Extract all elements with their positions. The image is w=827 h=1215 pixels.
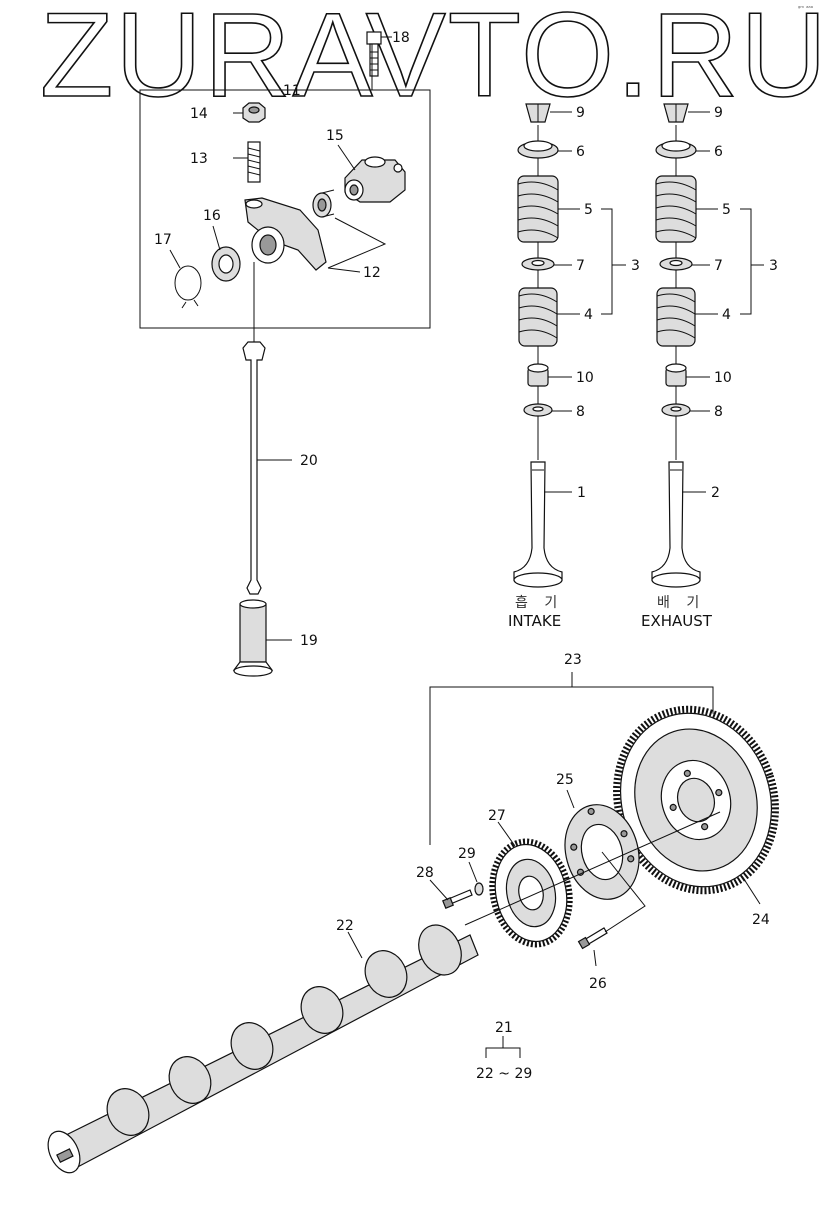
part-6-spring-retainer [517,140,559,159]
callout-17: 17 [154,232,172,248]
rocker-arm [244,197,327,271]
part-4-inner-spring [518,287,558,347]
callout-labels: 18 11 14 13 15 16 17 12 20 19 9 6 5 7 3 … [154,30,778,1082]
callout-3-intake: 3 [631,258,640,274]
part-24-idler-gear [613,705,779,895]
part-10-stem-seal [527,363,549,387]
part-17-snap-ring [174,265,202,309]
callout-5-exhaust: 5 [722,202,731,218]
part-14-nut [242,102,266,123]
rocker-assembly [139,31,431,329]
callout-18: 18 [392,30,410,46]
callout-10-intake: 10 [576,370,594,386]
callout-14: 14 [190,106,208,122]
part-2-exhaust-valve [651,461,701,588]
callout-16: 16 [203,208,221,224]
callout-11: 11 [283,83,301,99]
part-5-outer-spring [655,175,697,243]
callout-9-exhaust: 9 [714,105,723,121]
callout-22: 22 [336,918,354,934]
callout-20: 20 [300,453,318,469]
intake-valve-column [513,103,626,588]
callout-15: 15 [326,128,344,144]
intake-korean-label: 흡 기 [515,595,563,611]
callout-7-intake: 7 [576,258,585,274]
callout-7-exhaust: 7 [714,258,723,274]
callout-21-range: 22 ~ 29 [476,1066,532,1082]
part-20-push-rod [242,341,266,595]
callout-10-exhaust: 10 [714,370,732,386]
exhaust-korean-label: 배 기 [657,595,705,611]
part-16-washer [211,246,241,282]
part-1-intake-valve [513,461,563,588]
part-27-cam-gear [489,838,573,948]
callout-27: 27 [488,808,506,824]
callout-8-intake: 8 [576,404,585,420]
callout-6-exhaust: 6 [714,144,723,160]
callout-6-intake: 6 [576,144,585,160]
part-6-spring-retainer [655,140,697,159]
callout-29: 29 [458,846,476,862]
part-29-washer [474,882,484,896]
part-12-bushing [312,189,335,218]
callout-4-exhaust: 4 [722,307,731,323]
callout-12: 12 [363,265,381,281]
part-18-bolt [366,31,382,77]
callout-26: 26 [589,976,607,992]
part-7-spring-seat [521,257,555,271]
part-8-washer [661,403,691,417]
rocker-assembly-frame [139,89,431,329]
callout-4-intake: 4 [584,307,593,323]
part-4-inner-spring [656,287,696,347]
callout-9-intake: 9 [576,105,585,121]
callout-3-exhaust: 3 [769,258,778,274]
watermark: ZURAVTO.RU [40,0,827,122]
exhaust-label: EXHAUST [641,612,713,630]
part-8-washer [523,403,553,417]
callout-8-exhaust: 8 [714,404,723,420]
callout-23: 23 [564,652,582,668]
camshaft-assembly [47,672,779,1174]
part-10-stem-seal [665,363,687,387]
callout-21: 21 [495,1020,513,1036]
pushrod-assembly [232,262,292,677]
part-13-adjusting-screw [247,141,261,183]
callout-1: 1 [577,485,586,501]
part-19-tappet [232,599,274,677]
part-15-shaft-support [344,156,406,203]
exhaust-valve-column [651,103,764,588]
part-7-spring-seat [659,257,693,271]
part-28-bolt [442,889,473,909]
intake-label: INTAKE [508,612,561,630]
callout-13: 13 [190,151,208,167]
callout-19: 19 [300,633,318,649]
callout-25: 25 [556,772,574,788]
callout-24: 24 [752,912,770,928]
part-26-bolt [577,927,608,950]
valve-captions: 흡 기 INTAKE 배 기 EXHAUST [508,595,713,630]
part-5-outer-spring [517,175,559,243]
callout-2: 2 [711,485,720,501]
corner-mark: ᵍᵐ ᵃᵃᵃ [798,5,813,12]
callout-5-intake: 5 [584,202,593,218]
callout-28: 28 [416,865,434,881]
part-22-camshaft [47,924,479,1174]
